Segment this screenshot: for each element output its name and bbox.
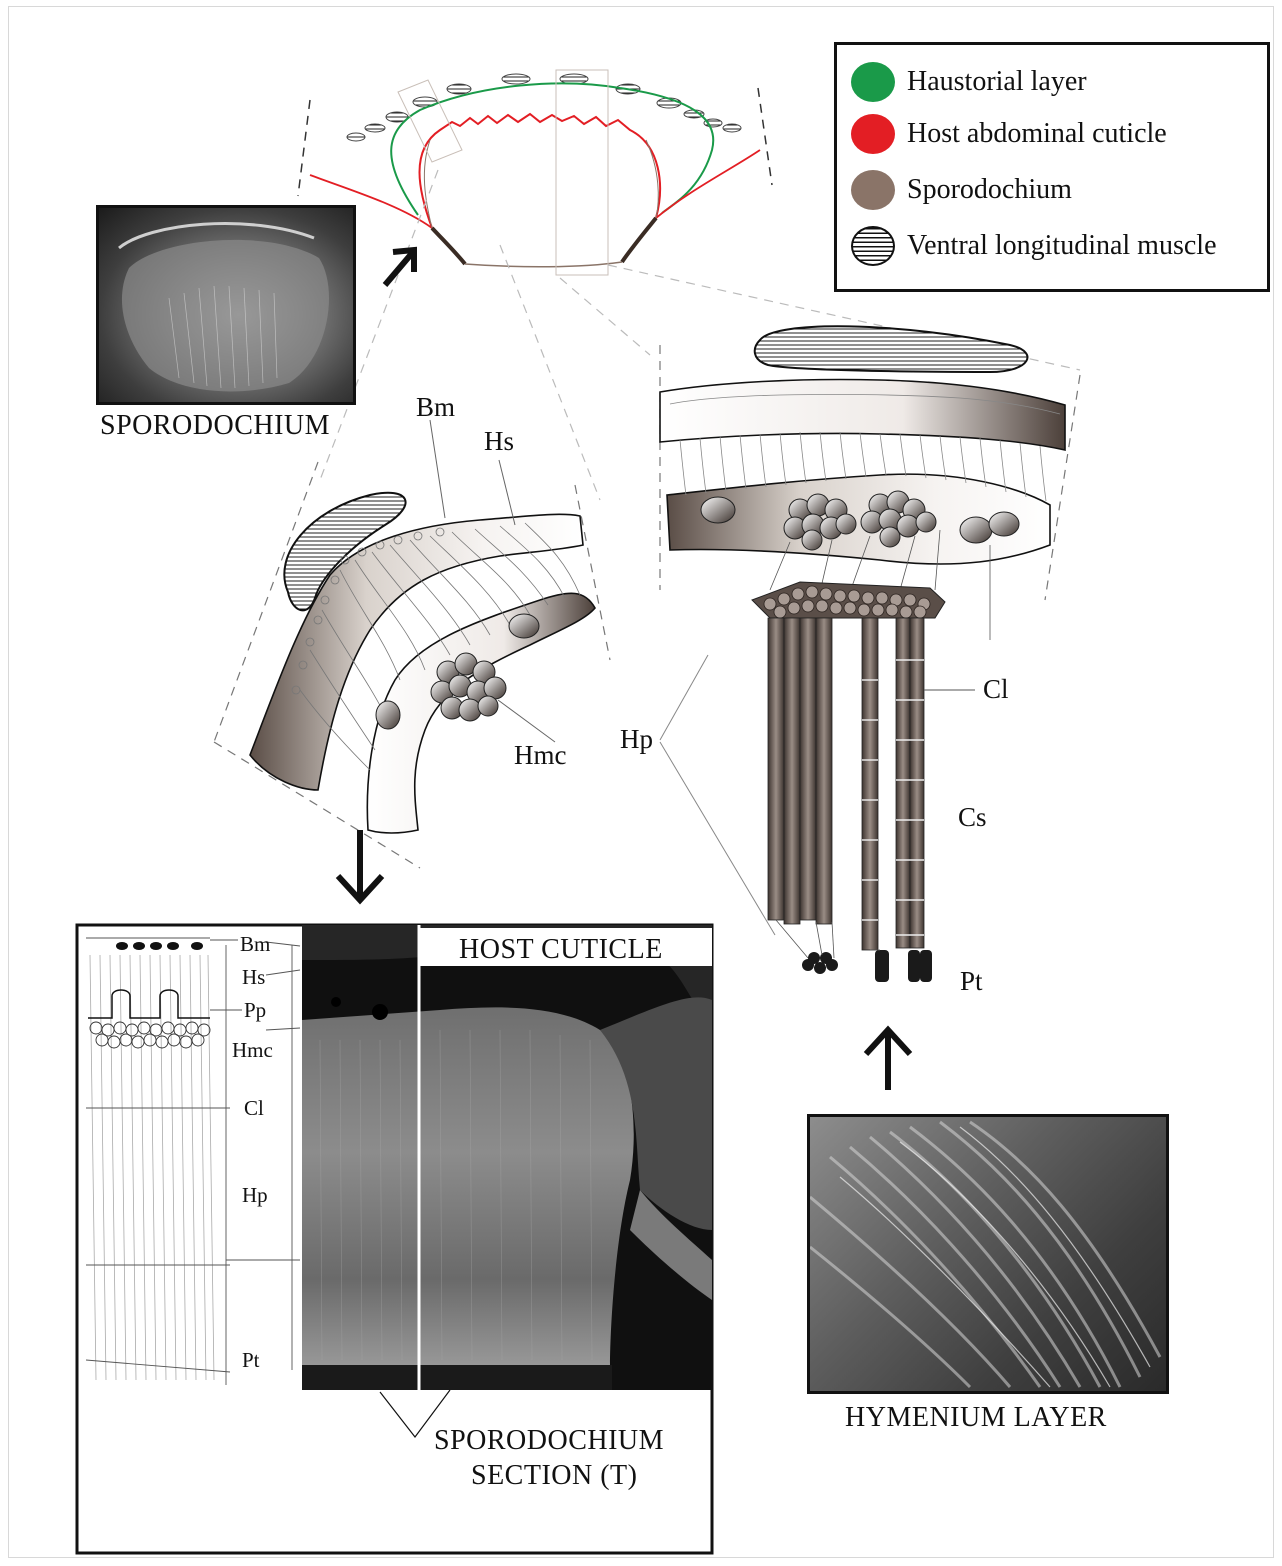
label-bm: Bm [416, 392, 455, 423]
fluorescence-image [302, 925, 712, 1390]
section-label-pt: Pt [242, 1348, 260, 1373]
caption-sporodochium: SPORODOCHIUM [100, 410, 330, 442]
label-cs: Cs [958, 802, 987, 833]
arrow-up-icon [866, 1030, 910, 1090]
right-section-drawing [660, 326, 1080, 982]
section-panel [77, 925, 712, 1553]
section-label-hs: Hs [242, 965, 265, 990]
legend-label: Sporodochium [907, 174, 1072, 206]
label-hmc: Hmc [514, 740, 566, 771]
hyphal-columns [768, 618, 932, 982]
legend-item-muscle: Ventral longitudinal muscle [851, 223, 1217, 269]
left-section-drawing [214, 420, 610, 868]
green-circle-icon [851, 62, 895, 102]
section-label-bm: Bm [240, 932, 270, 957]
legend-label: Ventral longitudinal muscle [907, 230, 1217, 262]
section-label-hmc: Hmc [232, 1038, 273, 1063]
red-circle-icon [851, 114, 895, 154]
section-label-pp: Pp [244, 998, 266, 1023]
arrow-down-icon [338, 830, 382, 900]
label-pt: Pt [960, 966, 983, 997]
caption-hymenium: HYMENIUM LAYER [845, 1402, 1107, 1434]
label-hs: Hs [484, 426, 514, 457]
hymenium-sem-image [807, 1114, 1169, 1394]
honeycomb-cap [752, 582, 945, 618]
label-cl: Cl [983, 674, 1009, 705]
section-label-hp: Hp [242, 1183, 268, 1208]
hymenium-sem-texture [810, 1117, 1166, 1391]
label-hp: Hp [620, 724, 653, 755]
legend-label: Haustorial layer [907, 66, 1087, 98]
caption-section-line2: SECTION (T) [471, 1460, 637, 1492]
brown-circle-icon [851, 170, 895, 210]
legend-item-cuticle: Host abdominal cuticle [851, 111, 1167, 157]
arrow-up-right-icon [385, 250, 414, 285]
legend: Haustorial layer Host abdominal cuticle … [834, 42, 1270, 292]
striped-circle-icon [851, 226, 895, 266]
legend-label: Host abdominal cuticle [907, 118, 1167, 150]
sporodochium-sem-image [96, 205, 356, 405]
legend-item-haustorial: Haustorial layer [851, 59, 1087, 105]
caption-host-cuticle: HOST CUTICLE [459, 934, 663, 966]
caption-section-line1: SPORODOCHIUM [434, 1425, 664, 1457]
legend-item-sporodochium: Sporodochium [851, 167, 1072, 213]
section-label-cl: Cl [244, 1096, 264, 1121]
sporodochium-sem-texture [99, 208, 353, 402]
